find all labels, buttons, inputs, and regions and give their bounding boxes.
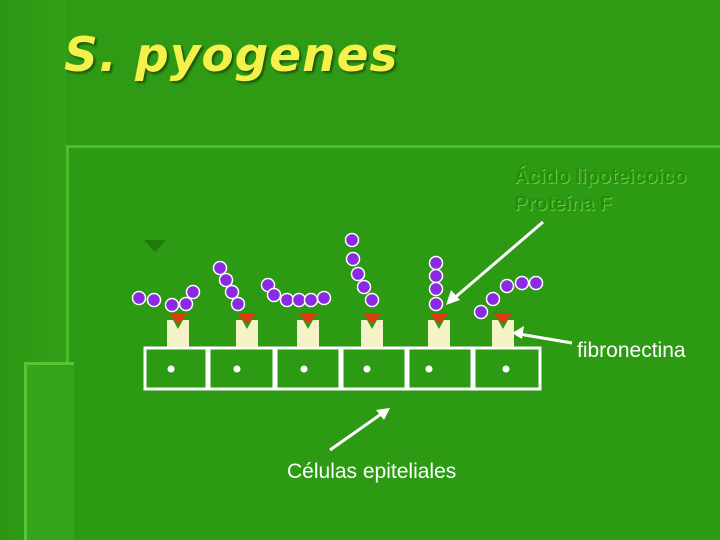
label-fibronectin: fibronectina <box>577 339 686 362</box>
coccus <box>428 255 444 271</box>
cell-nucleus <box>167 365 175 373</box>
coccus <box>291 292 307 308</box>
bacteria-chain <box>344 232 380 308</box>
coccus <box>350 266 366 282</box>
receptor <box>167 320 189 347</box>
fibronectin-molecules <box>168 313 513 324</box>
arrowheads <box>376 290 524 420</box>
coccus <box>528 275 544 291</box>
background-step <box>24 362 74 540</box>
coccus <box>266 287 282 303</box>
fibronectin-triangle <box>298 313 318 324</box>
coccus <box>230 296 246 312</box>
epithelial-cell <box>340 346 408 391</box>
coccus <box>364 292 380 308</box>
coccus <box>428 268 444 284</box>
coccus <box>212 260 228 276</box>
cell-nucleus <box>233 365 241 373</box>
arrow-to-bacteria <box>451 220 544 302</box>
arrowhead-icon <box>376 408 390 420</box>
label-epithelial-cells: Células epiteliales <box>287 460 457 483</box>
coccus <box>428 296 444 312</box>
label-lipoteichoic-acid: Ácido lipoteicoico <box>514 166 687 188</box>
bacteria-chain <box>428 255 444 312</box>
slide-title: S. pyogenes <box>64 28 399 83</box>
coccus <box>428 281 444 297</box>
epithelial-cell <box>207 346 276 391</box>
arrow-to-receptor <box>518 332 573 345</box>
bacteria-chain <box>131 284 201 313</box>
fibronectin-triangle <box>362 313 382 324</box>
cell-nucleus <box>502 365 510 373</box>
coccus <box>146 292 162 308</box>
coccus <box>485 291 501 307</box>
coccus <box>164 297 180 313</box>
bacteria-chain <box>260 277 332 308</box>
cell-nucleus <box>300 365 308 373</box>
epithelial-cell <box>406 346 474 391</box>
cell-nucleus <box>363 365 371 373</box>
coccus <box>514 275 530 291</box>
coccus <box>279 292 295 308</box>
coccus <box>356 279 372 295</box>
epithelial-cell-row <box>143 346 542 391</box>
coccus <box>499 278 515 294</box>
coccus <box>218 272 234 288</box>
arrowhead-icon <box>446 290 460 305</box>
coccus <box>303 292 319 308</box>
label-protein-f: Proteína F <box>514 193 612 215</box>
triangle-marker <box>144 240 166 252</box>
receptor <box>297 320 319 347</box>
epithelial-cell <box>274 346 342 391</box>
coccus <box>344 232 360 248</box>
arrow-to-cells <box>329 410 385 452</box>
receptor <box>236 320 258 347</box>
bacteria-chain <box>473 275 544 320</box>
coccus <box>185 284 201 300</box>
arrows <box>329 220 573 452</box>
receptor <box>428 320 450 347</box>
cell-nuclei <box>167 365 510 373</box>
fibronectin-triangle <box>429 313 449 324</box>
fibronectin-triangle <box>168 313 188 324</box>
cell-nucleus <box>425 365 433 373</box>
coccus <box>178 296 194 312</box>
fibronectin-triangle <box>493 313 513 324</box>
coccus <box>473 304 489 320</box>
epithelial-cell <box>143 346 209 391</box>
receptor <box>492 320 514 347</box>
coccus <box>224 284 240 300</box>
coccus <box>345 251 361 267</box>
coccus <box>316 290 332 306</box>
receptor <box>361 320 383 347</box>
coccus <box>131 290 147 306</box>
receptors <box>167 320 514 347</box>
bacteria-chain <box>212 260 246 312</box>
fibronectin-triangle <box>237 313 257 324</box>
arrowhead-icon <box>512 326 524 339</box>
